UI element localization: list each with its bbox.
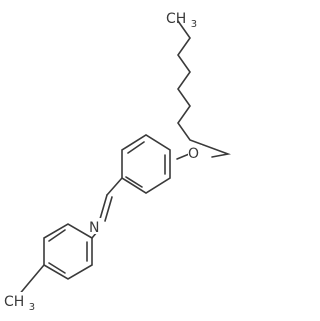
bottom-methyl-text: CH xyxy=(4,294,24,310)
upper-ring-outline xyxy=(121,134,171,194)
upper-ring-double-2 xyxy=(125,176,143,188)
bottom-methyl-backdrop xyxy=(2,292,34,309)
nitrogen-label: N xyxy=(89,220,99,236)
methyl-subscript: 3 xyxy=(29,302,35,313)
imine-double-bond-1 xyxy=(99,194,108,220)
oxygen-label-backdrop xyxy=(188,145,202,160)
nitrogen-label-backdrop xyxy=(89,218,103,234)
benzylic-bond xyxy=(106,177,123,196)
lower-ring-double-3 xyxy=(48,229,66,242)
ethyl-bonds xyxy=(17,264,45,297)
oxygen-label: O xyxy=(188,146,199,162)
upper-benzene-ring xyxy=(121,134,171,194)
molecule-drawing: O N CH 3 CH 3 xyxy=(2,11,231,313)
lower-ring-outline xyxy=(43,223,93,280)
methyl-subscript: 3 xyxy=(191,19,197,30)
lower-ring-double-2 xyxy=(48,262,66,274)
top-methyl-text: CH xyxy=(166,11,186,27)
alkyl-chain-bonds xyxy=(177,20,231,158)
bottom-methyl-label: CH 3 xyxy=(4,294,35,313)
alkyl-chain xyxy=(177,20,231,158)
upper-ring-double-3 xyxy=(127,141,145,154)
structure-canvas: O N CH 3 CH 3 xyxy=(2,11,231,313)
imine-double-bond-2 xyxy=(104,196,113,222)
top-methyl-label: CH 3 xyxy=(166,11,197,30)
lower-benzene-ring xyxy=(43,223,93,280)
